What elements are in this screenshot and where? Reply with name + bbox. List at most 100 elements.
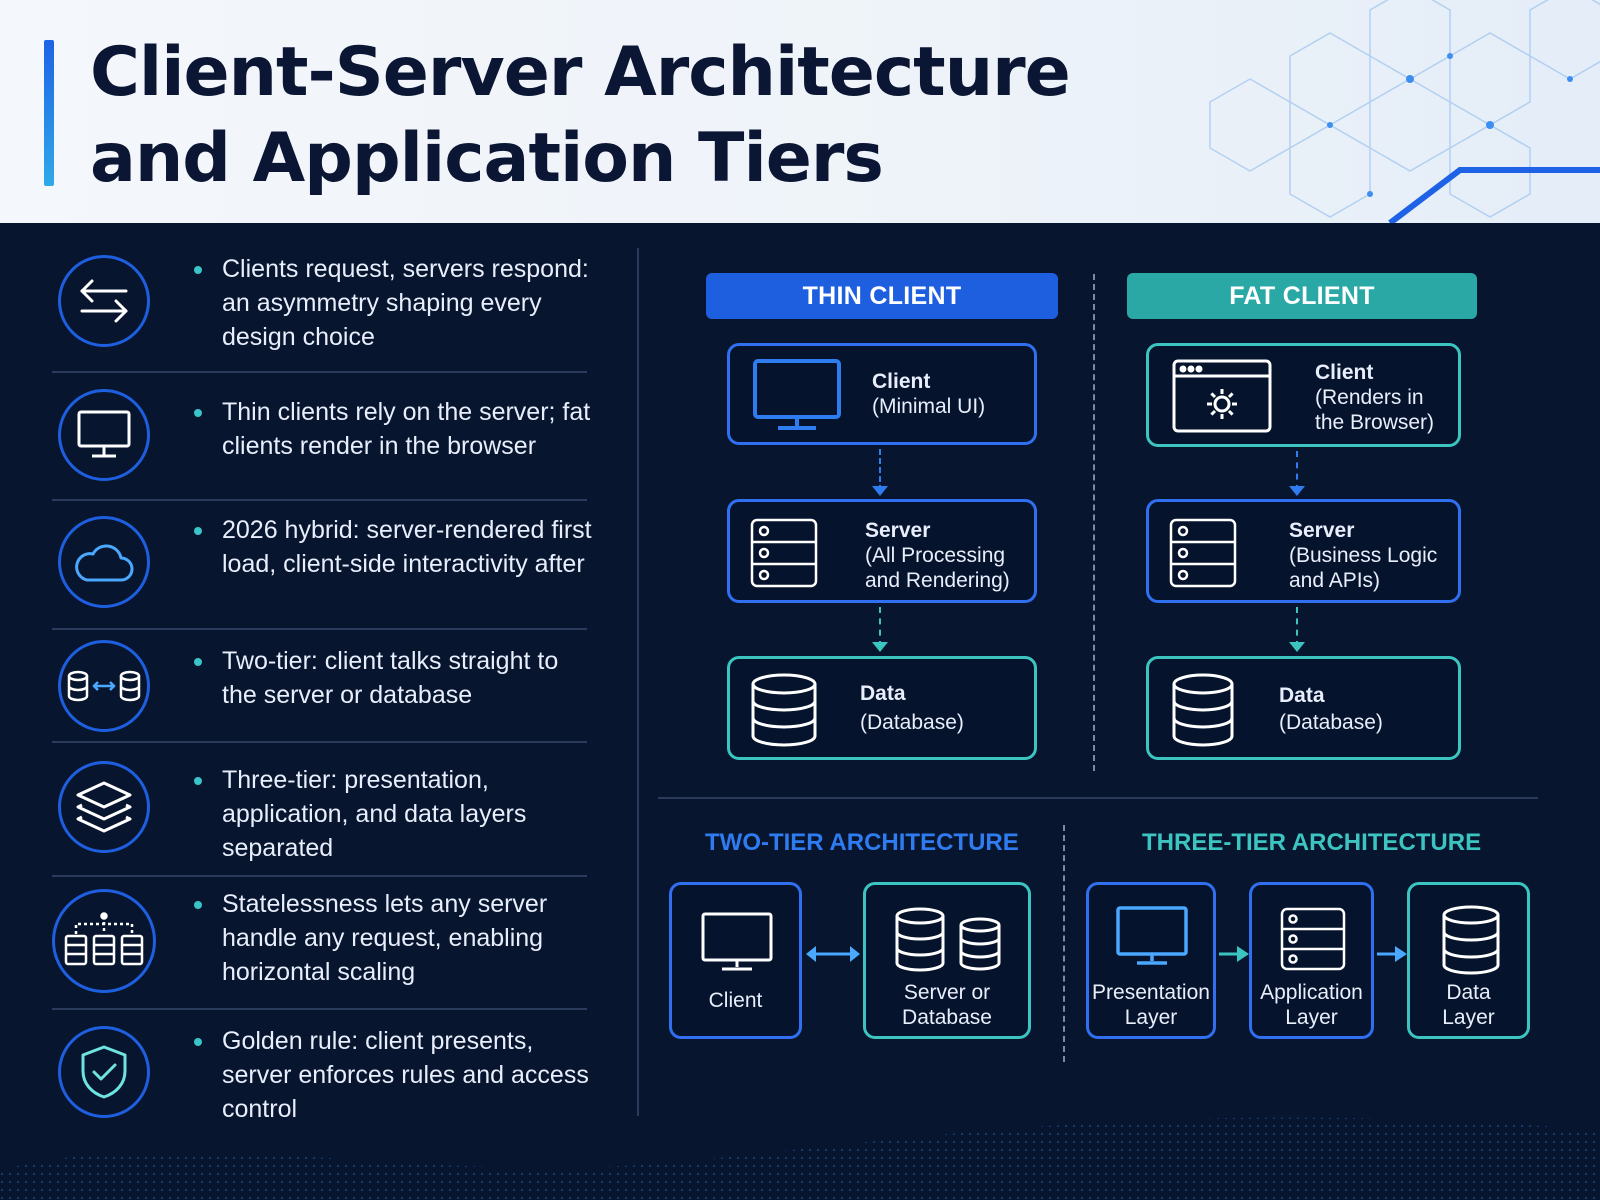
tier-label: Application Layer bbox=[1252, 980, 1371, 1030]
box-subtitle: (All Processing bbox=[865, 544, 1006, 567]
arrowhead-icon bbox=[872, 642, 888, 652]
shield-check-icon bbox=[58, 1026, 150, 1118]
tier-label-line: Layer bbox=[1124, 1006, 1178, 1029]
list-item: Statelessness lets any server handle any… bbox=[52, 877, 587, 1010]
fat-data-label: Data (Database) bbox=[1279, 683, 1383, 735]
thin-data-label: Data (Database) bbox=[860, 681, 964, 735]
tier-label: Presentation Layer bbox=[1089, 980, 1213, 1030]
tier-label-line: Layer bbox=[1285, 1006, 1338, 1029]
point-text: Three-tier: presentation, application, a… bbox=[222, 766, 527, 862]
database-icon bbox=[1172, 673, 1234, 747]
box-subtitle: (Minimal UI) bbox=[872, 395, 986, 418]
fat-data-box: Data (Database) bbox=[1146, 656, 1461, 760]
point-text: Clients request, servers respond: an asy… bbox=[222, 255, 589, 351]
section-dashed-divider bbox=[1063, 825, 1065, 1062]
monitor-icon bbox=[701, 912, 773, 971]
box-subtitle: and APIs) bbox=[1289, 569, 1381, 592]
fat-client-label: Client (Renders in the Browser) bbox=[1315, 360, 1434, 435]
box-title: Client bbox=[872, 370, 931, 393]
box-title: Client bbox=[1315, 361, 1374, 384]
server-icon bbox=[1280, 907, 1346, 971]
title-line-2: and Application Tiers bbox=[90, 119, 884, 198]
list-item: Golden rule: client presents, server enf… bbox=[52, 1010, 589, 1150]
bullet-dot bbox=[194, 901, 202, 909]
server-network-icon bbox=[52, 889, 156, 993]
thin-client-header: THIN CLIENT bbox=[706, 273, 1058, 319]
fat-server-label: Server (Business Logic and APIs) bbox=[1289, 518, 1437, 593]
two-tier-title: TWO-TIER ARCHITECTURE bbox=[705, 829, 1019, 856]
section-divider bbox=[658, 797, 1538, 799]
three-tier-title: THREE-TIER ARCHITECTURE bbox=[1142, 829, 1482, 856]
tier-label-line: Presentation bbox=[1092, 981, 1210, 1004]
tier-label-line: Server or bbox=[903, 981, 991, 1004]
list-item: Clients request, servers respond: an asy… bbox=[52, 240, 589, 373]
fat-client-box: Client (Renders in the Browser) bbox=[1146, 343, 1461, 447]
page-title: Client-Server Architecture and Applicati… bbox=[90, 30, 1190, 202]
bidirectional-arrow-icon bbox=[806, 946, 860, 962]
box-subtitle: and Rendering) bbox=[865, 569, 1010, 592]
box-subtitle: (Database) bbox=[1279, 711, 1383, 734]
column-divider bbox=[637, 248, 639, 1116]
flow-arrow bbox=[1296, 607, 1298, 647]
two-tier-client-box: Client bbox=[669, 882, 802, 1039]
thin-client-box: Client (Minimal UI) bbox=[727, 343, 1037, 445]
box-subtitle: the Browser) bbox=[1315, 411, 1435, 434]
flow-arrow bbox=[1296, 451, 1298, 491]
tier-label: Client bbox=[708, 989, 763, 1012]
arrowhead-icon bbox=[872, 486, 888, 496]
bullet-dot bbox=[194, 658, 202, 666]
hexagon-network-decoration bbox=[1209, 0, 1600, 223]
server-icon bbox=[750, 518, 818, 588]
data-layer-box: Data Layer bbox=[1407, 882, 1530, 1039]
thin-data-box: Data (Database) bbox=[727, 656, 1037, 760]
two-tier-server-box: Server or Database bbox=[863, 882, 1031, 1039]
tier-label: Data Layer bbox=[1410, 980, 1527, 1030]
arrowhead-icon bbox=[1289, 486, 1305, 496]
application-layer-box: Application Layer bbox=[1249, 882, 1374, 1039]
browser-settings-icon bbox=[1172, 359, 1272, 433]
box-subtitle: (Renders in bbox=[1315, 386, 1424, 409]
bullet-dot bbox=[194, 1038, 202, 1046]
flow-arrow bbox=[879, 607, 881, 647]
monitor-icon bbox=[1116, 906, 1188, 965]
bullet-dot bbox=[194, 409, 202, 417]
flow-arrow bbox=[879, 449, 881, 491]
right-arrow-icon bbox=[1219, 946, 1249, 962]
monitor-icon bbox=[58, 389, 150, 481]
fat-client-header: FAT CLIENT bbox=[1127, 273, 1477, 319]
bullet-dot bbox=[194, 527, 202, 535]
box-title: Data bbox=[860, 682, 906, 705]
list-item: 2026 hybrid: server-rendered first load,… bbox=[52, 501, 592, 630]
point-text: Golden rule: client presents, server enf… bbox=[222, 1027, 589, 1123]
cloud-icon bbox=[58, 516, 150, 608]
right-arrow-icon bbox=[1377, 946, 1407, 962]
list-item: Two-tier: client talks straight to the s… bbox=[52, 630, 587, 743]
layers-icon bbox=[58, 761, 150, 853]
database-icon bbox=[751, 673, 817, 747]
box-subtitle: (Database) bbox=[860, 711, 964, 734]
server-icon bbox=[1169, 518, 1237, 588]
tier-label-line: Application bbox=[1260, 981, 1363, 1004]
title-line-1: Client-Server Architecture bbox=[90, 33, 1071, 112]
box-subtitle: (Business Logic bbox=[1289, 544, 1438, 567]
tier-label-line: Database bbox=[902, 1006, 992, 1029]
presentation-layer-box: Presentation Layer bbox=[1086, 882, 1216, 1039]
thin-server-box: Server (All Processing and Rendering) bbox=[727, 499, 1037, 603]
point-text: Statelessness lets any server handle any… bbox=[222, 890, 548, 986]
list-item: Three-tier: presentation, application, a… bbox=[52, 743, 587, 877]
column-dashed-divider bbox=[1093, 274, 1095, 771]
box-title: Server bbox=[1289, 519, 1355, 542]
bullet-dot bbox=[194, 777, 202, 785]
box-title: Data bbox=[1279, 684, 1325, 707]
arrows-exchange-icon bbox=[58, 255, 150, 347]
header-banner: Client-Server Architecture and Applicati… bbox=[0, 0, 1600, 223]
database-icon bbox=[1442, 905, 1500, 975]
fat-server-box: Server (Business Logic and APIs) bbox=[1146, 499, 1461, 603]
database-link-icon bbox=[58, 640, 150, 732]
arrowhead-icon bbox=[1289, 642, 1305, 652]
thin-client-label: Client (Minimal UI) bbox=[872, 369, 985, 419]
monitor-icon bbox=[753, 359, 841, 430]
header-accent-bar bbox=[44, 40, 54, 186]
point-text: Thin clients rely on the server; fat cli… bbox=[222, 398, 591, 460]
tier-label: Server or Database bbox=[866, 980, 1028, 1030]
